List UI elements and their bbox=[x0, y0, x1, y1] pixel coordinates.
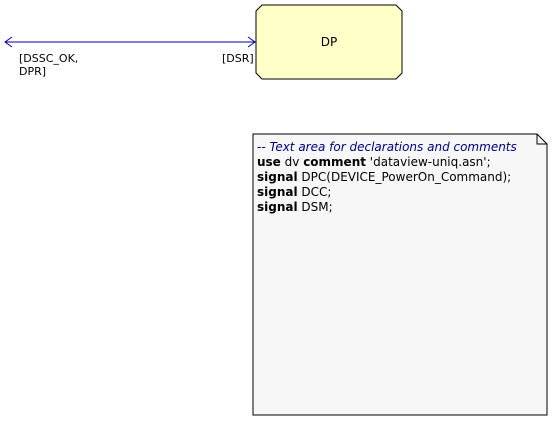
block-name: DP bbox=[320, 35, 338, 49]
channel-signals-left-line2: DPR] bbox=[19, 65, 47, 78]
channel-signals-left: [DSSC_OK, DPR] bbox=[19, 52, 109, 78]
channel-signals-left-line1: [DSSC_OK, bbox=[19, 52, 79, 65]
keyword: comment bbox=[303, 155, 366, 169]
declaration-line: signal DCC; bbox=[257, 185, 542, 200]
keyword: signal bbox=[257, 200, 298, 214]
declaration-line: signal DPC(DEVICE_PowerOn_Command); bbox=[257, 170, 542, 185]
keyword: use bbox=[257, 155, 281, 169]
channel-signals-right: [DSR] bbox=[222, 52, 254, 65]
declaration-text: DCC; bbox=[297, 185, 332, 199]
keyword: signal bbox=[257, 170, 298, 184]
declaration-line: signal DSM; bbox=[257, 200, 542, 215]
declaration-line: use dv comment 'dataview-uniq.asn'; bbox=[257, 155, 542, 170]
block-dp[interactable] bbox=[255, 4, 403, 80]
text-area-content[interactable]: -- Text area for declarations and commen… bbox=[257, 140, 542, 215]
channel-arrow-left bbox=[4, 36, 13, 48]
keyword: signal bbox=[257, 185, 298, 199]
text-area-comment: -- Text area for declarations and commen… bbox=[257, 140, 517, 154]
declaration-text: DPC(DEVICE_PowerOn_Command); bbox=[297, 170, 512, 184]
declaration-text: dv bbox=[280, 155, 304, 169]
text-area-box[interactable] bbox=[252, 133, 548, 416]
declaration-text: 'dataview-uniq.asn'; bbox=[365, 155, 491, 169]
text-area-fold bbox=[536, 134, 547, 145]
channel-arrow-right bbox=[247, 36, 256, 48]
declaration-text: DSM; bbox=[297, 200, 333, 214]
